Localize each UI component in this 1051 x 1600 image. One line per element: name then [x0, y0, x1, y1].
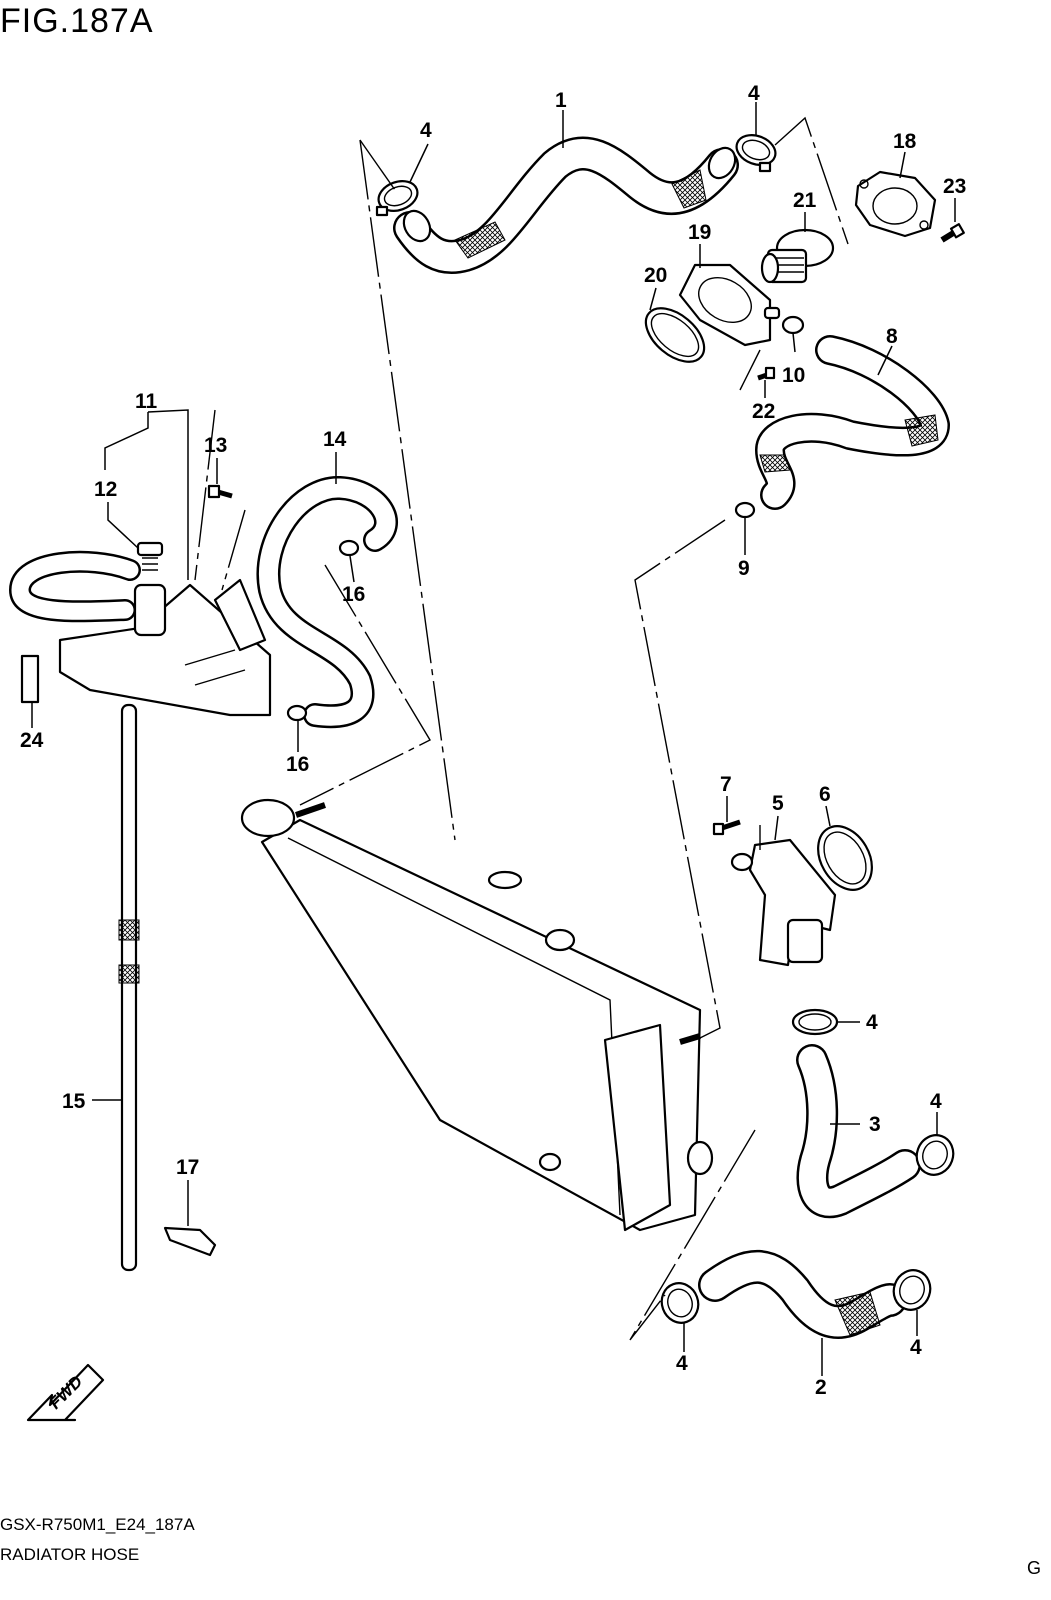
callout-4: 4	[866, 1011, 878, 1034]
callout-8: 8	[886, 325, 898, 348]
upper-radiator-hose	[393, 136, 739, 274]
callout-7: 7	[720, 773, 732, 796]
callout-16: 16	[342, 583, 365, 606]
inlet-bolt	[712, 819, 741, 836]
callout-24: 24	[20, 729, 44, 752]
inlet-o-ring	[817, 825, 873, 891]
callout-15: 15	[62, 1090, 86, 1113]
callout-4: 4	[420, 119, 432, 142]
callout-23: 23	[943, 175, 966, 198]
reservoir-cap	[136, 541, 164, 571]
drain-hose	[118, 703, 140, 1272]
leader-lines	[31, 102, 956, 1376]
callout-4: 4	[748, 82, 760, 105]
forward-direction-arrow: FWD	[26, 1363, 105, 1422]
callout-5: 5	[772, 792, 784, 815]
small-clamp-10	[781, 315, 805, 335]
radiator	[240, 798, 714, 1232]
label-24	[20, 654, 40, 704]
callout-9: 9	[738, 557, 750, 580]
callout-20: 20	[644, 264, 667, 287]
lower-hose-3	[796, 1044, 921, 1219]
hose-clamp-16-upper	[338, 539, 360, 557]
callout-4: 4	[676, 1352, 688, 1375]
callout-3: 3	[869, 1113, 881, 1136]
callout-19: 19	[688, 221, 711, 244]
thermostat-housing-o-ring	[644, 307, 706, 363]
diagram-caption: RADIATOR HOSE	[0, 1545, 140, 1564]
hose-clamp-mid	[791, 1008, 839, 1036]
reservoir-inlet-hose	[256, 476, 398, 729]
callout-18: 18	[893, 130, 917, 153]
hose-clamp-bottom-right	[892, 1269, 932, 1311]
callout-16: 16	[286, 753, 309, 776]
hose-clip-17	[163, 1226, 217, 1257]
callout-11: 11	[135, 390, 158, 413]
reservoir-bracket	[213, 578, 267, 652]
callout-10: 10	[782, 364, 805, 387]
callout-4: 4	[930, 1090, 942, 1113]
callout-6: 6	[819, 783, 831, 806]
small-clamp-9	[734, 501, 756, 519]
hose-clamp-bottom-left	[660, 1282, 700, 1324]
corner-mark: G	[1026, 1558, 1041, 1578]
thermostat-cover	[854, 170, 937, 238]
callout-1: 1	[555, 89, 567, 112]
hose-clamp-16-lower	[286, 704, 308, 722]
callout-21: 21	[793, 189, 817, 212]
connection-lines	[194, 116, 849, 1341]
hose-clamp-top-left	[375, 180, 419, 217]
callout-labels: 1 4 4 18 23 21 19 20 8 10 22 9 11 12 13 …	[20, 82, 966, 1399]
thermostat	[760, 228, 835, 284]
callout-13: 13	[204, 434, 227, 457]
callout-2: 2	[815, 1376, 827, 1399]
callout-12: 12	[94, 478, 117, 501]
hose-clamp-right	[915, 1134, 955, 1176]
model-code: GSX-R750M1_E24_187A	[0, 1515, 195, 1534]
lower-hose-2	[698, 1249, 907, 1339]
reservoir-tank	[58, 583, 272, 717]
callout-14: 14	[323, 428, 347, 451]
housing-bolt-22	[757, 366, 776, 381]
callout-17: 17	[176, 1156, 199, 1179]
hose-clamp-top-right	[735, 134, 777, 173]
bypass-hose	[755, 335, 950, 510]
figure-title: FIG.187A	[0, 2, 154, 40]
callout-4: 4	[910, 1336, 922, 1359]
callout-22: 22	[752, 400, 775, 423]
bolt-13	[207, 484, 233, 499]
water-inlet-connector	[730, 838, 837, 967]
thermostat-cover-bolt	[940, 223, 965, 243]
reservoir-overflow-hose	[8, 550, 141, 623]
thermostat-housing	[678, 263, 781, 347]
